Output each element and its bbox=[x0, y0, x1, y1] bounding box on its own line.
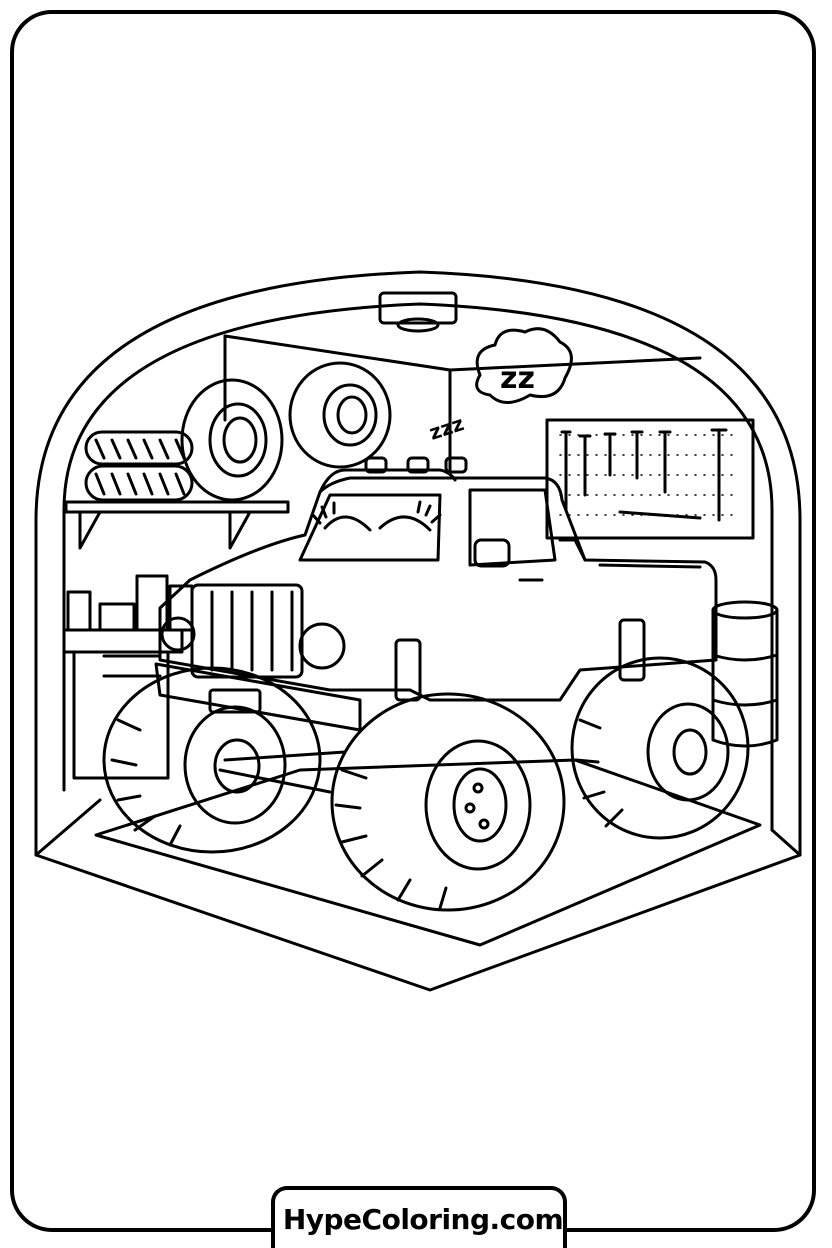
standing-tire-2 bbox=[288, 361, 392, 469]
wrench-3 bbox=[603, 432, 617, 477]
snore-bubble: zz bbox=[475, 327, 573, 404]
wrench-4 bbox=[630, 430, 644, 480]
workbench bbox=[62, 574, 194, 780]
garage-floor-left bbox=[34, 798, 102, 857]
wheel-rear-right bbox=[570, 656, 750, 840]
garage-inner-arch bbox=[62, 302, 774, 512]
wrench-5 bbox=[658, 430, 672, 494]
wheel-front-right bbox=[330, 692, 566, 912]
stacked-tires bbox=[84, 430, 194, 502]
garage-floor-right bbox=[770, 828, 802, 857]
bubble-text: zz bbox=[500, 361, 535, 396]
wheel-front-left bbox=[102, 666, 322, 854]
truck-side-window bbox=[468, 488, 557, 567]
truck-windshield bbox=[298, 493, 442, 562]
wrench-1 bbox=[560, 430, 572, 512]
barrel bbox=[711, 600, 779, 748]
ceiling-right bbox=[448, 356, 702, 372]
monster-truck bbox=[154, 456, 718, 732]
site-name: HypeColoring.com bbox=[282, 1202, 564, 1236]
headlight-right bbox=[298, 622, 346, 670]
truck-grille bbox=[190, 583, 304, 679]
truck-eye-left bbox=[323, 515, 372, 532]
truck-mirror bbox=[473, 538, 511, 568]
wrench-7 bbox=[618, 510, 702, 520]
wrench-6 bbox=[710, 428, 728, 522]
pegboard bbox=[545, 418, 755, 540]
site-logo-tab[interactable]: HypeColoring.com bbox=[271, 1186, 567, 1248]
standing-tire-1 bbox=[180, 378, 284, 502]
headlight-left bbox=[160, 616, 196, 652]
tire-shelf bbox=[64, 500, 290, 550]
front-bumper bbox=[154, 662, 362, 732]
ceiling-light bbox=[378, 291, 458, 333]
garage-outline bbox=[34, 270, 802, 992]
truck-eye-right bbox=[378, 515, 432, 532]
snore-text: zzz bbox=[426, 411, 467, 445]
ceiling-left bbox=[223, 334, 452, 372]
wrench-2 bbox=[578, 434, 592, 497]
